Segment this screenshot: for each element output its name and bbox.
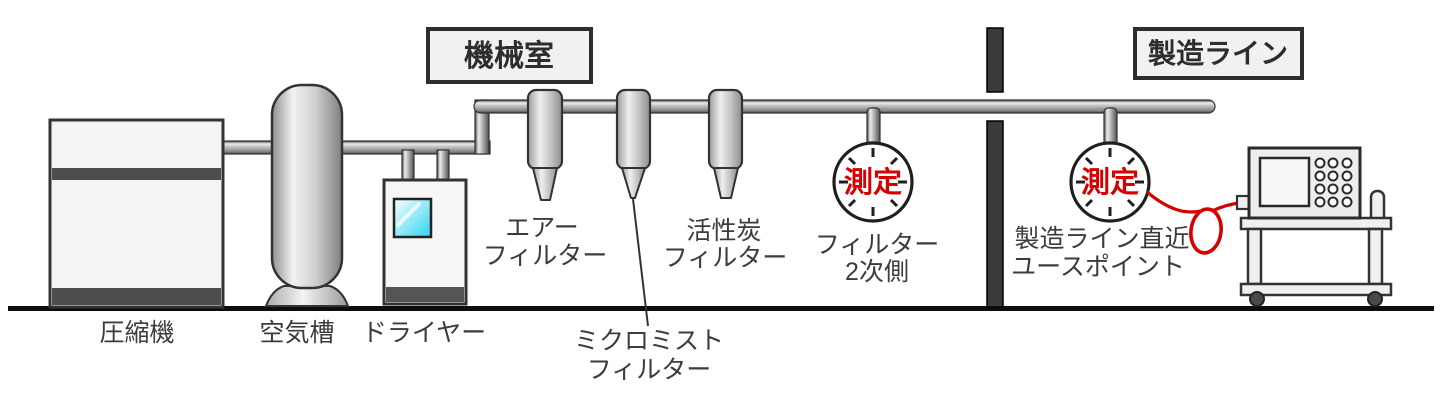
air-filter-body [526, 88, 564, 171]
dryer-base [386, 287, 464, 302]
air-tank-label: 空気槽 [259, 319, 334, 347]
cart-bottom-shelf [1239, 282, 1393, 297]
air-filter [526, 88, 564, 201]
cart-right-wheel [1367, 291, 1383, 307]
machine-room-title: 機械室 [464, 39, 554, 73]
compressor-band [52, 168, 221, 180]
measurement-gauge-use-point: 測定 [1069, 141, 1151, 223]
production-line-title: 製造ライン [1148, 38, 1288, 69]
compressor-base [52, 288, 221, 305]
dryer-label: ドライヤー [362, 319, 486, 347]
micro-mist-filter-body [615, 88, 652, 171]
air-tank-vessel [270, 83, 344, 290]
air-tank [264, 83, 350, 307]
gauge2-ticks [1076, 148, 1144, 216]
measurement-gauge-filter-secondary: 測定 [832, 141, 914, 223]
dryer-outlet-stub [436, 149, 450, 183]
point1-label-line1: フィルター [815, 231, 940, 259]
gauge2-text: 測定 [1081, 165, 1139, 199]
compressor-label: 圧縮機 [99, 319, 174, 347]
dryer [382, 178, 468, 306]
micro-mist-label-line2: フィルター [587, 356, 712, 384]
cart-right-leg [1367, 227, 1384, 286]
micro-mist-filter [615, 88, 652, 199]
carbon-filter-label-line1: 活性炭 [686, 217, 761, 245]
point1-label-line2: 2次側 [845, 258, 909, 286]
instrument-keypad [1314, 157, 1353, 208]
machine-room-frame [426, 27, 593, 84]
cart-left-leg [1246, 227, 1263, 286]
ground-line [8, 306, 1434, 311]
gauge1-stub [866, 107, 881, 147]
micro-mist-leader-line [632, 198, 649, 327]
sampling-tube-coil [1189, 207, 1223, 255]
carbon-filter-label-line2: フィルター [663, 244, 788, 272]
gauge2-stub [1103, 107, 1118, 147]
particle-counter [1235, 146, 1362, 220]
sampling-tube-left [1145, 190, 1202, 214]
dryer-inlet-stub [401, 149, 415, 183]
sampling-tube-right [1211, 201, 1240, 213]
micro-mist-label-line1: ミクロミスト [574, 327, 724, 355]
production-line-box: 製造ライン [1133, 27, 1304, 80]
carbon-filter-body [707, 88, 744, 171]
carbon-filter [707, 88, 744, 199]
machine-room-box: 機械室 [426, 27, 593, 84]
compressor-body [48, 118, 225, 309]
micro-mist-filter-cone [621, 167, 646, 199]
dryer-screen-shine [395, 201, 422, 228]
point2-label-line2: ユースポイント [1011, 253, 1185, 281]
cart-top-shelf [1239, 216, 1393, 231]
air-filter-label-line1: エアー [505, 214, 579, 242]
gauge1-text: 測定 [844, 165, 902, 199]
air-filter-label-line2: フィルター [483, 242, 608, 270]
air-filter-cone [532, 167, 558, 201]
air-tank-skirt [264, 285, 350, 307]
carbon-filter-cone [713, 167, 739, 199]
point2-label-line1: 製造ライン直近 [1014, 225, 1189, 253]
main-pipe [473, 99, 1216, 114]
dryer-screen [392, 197, 433, 239]
measuring-cart [1239, 189, 1393, 307]
partition-wall-top [986, 27, 1004, 93]
gauge1-ticks [839, 148, 907, 216]
compressor [48, 118, 225, 309]
cart-left-wheel [1249, 291, 1265, 307]
instrument-screen [1258, 156, 1311, 208]
production-line-frame [1133, 27, 1304, 80]
partition-wall-bottom [986, 120, 1004, 308]
